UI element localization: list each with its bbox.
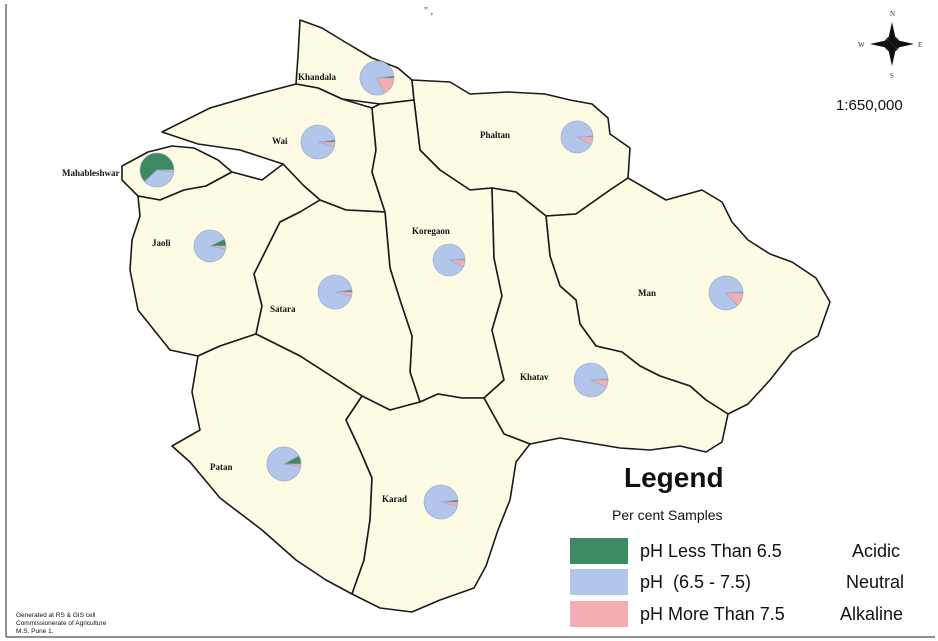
- pie-mahableshwar-alkaline-slice: [156, 169, 175, 173]
- label-man: Man: [638, 288, 656, 298]
- legend-title: Legend: [624, 462, 724, 493]
- compass-east: E: [918, 41, 922, 49]
- label-phaltan: Phaltan: [480, 130, 510, 140]
- legend-category-neutral: Neutral: [846, 572, 904, 592]
- pie-phaltan-alkaline-slice: [576, 136, 594, 146]
- legend-label-acidic: pH Less Than 6.5: [640, 541, 782, 561]
- pie-karad: [423, 484, 459, 520]
- pie-karad-alkaline-slice: [440, 501, 459, 507]
- pie-patan-alkaline-slice: [283, 463, 302, 467]
- pie-wai: [300, 124, 336, 160]
- legend: Legend Per cent Samples pH Less Than 6.5…: [570, 462, 904, 627]
- pie-koregaon-alkaline-slice: [448, 259, 466, 268]
- taluka-khatav[interactable]: [483, 187, 729, 453]
- pie-khandala-alkaline-slice: [376, 77, 395, 94]
- compass-west: W: [858, 41, 865, 49]
- pie-khandala: [359, 60, 395, 96]
- pie-satara-alkaline-slice: [334, 291, 353, 297]
- label-satara: Satara: [270, 304, 296, 314]
- pie-man-alkaline-slice: [725, 292, 744, 306]
- compass-north: N: [890, 10, 895, 18]
- legend-swatch-neutral: [570, 569, 628, 595]
- legend-label-neutral: pH (6.5 - 7.5): [640, 572, 751, 592]
- pie-jaoli: [193, 229, 227, 263]
- label-patan: Patan: [210, 462, 233, 472]
- label-khandala: Khandala: [298, 72, 337, 82]
- stray-mark: " ,: [424, 6, 433, 17]
- legend-label-alkaline: pH More Than 7.5: [640, 604, 785, 624]
- credit-line-1: Generated at RS & GIS cell: [16, 612, 96, 619]
- credit-note: Generated at RS & GIS cell Commissionera…: [16, 612, 107, 635]
- pie-khatav-alkaline-slice: [590, 379, 609, 388]
- label-jaoli: Jaoli: [152, 238, 171, 248]
- pie-karad-neutral-slice: [423, 484, 459, 520]
- pie-wai-alkaline-slice: [317, 141, 336, 147]
- pie-phaltan: [560, 120, 594, 154]
- credit-line-3: M.S. Pune 1.: [16, 628, 54, 635]
- taluka-labels: Khandala Wai Phaltan Mahableshwar Jaoli …: [62, 72, 656, 504]
- legend-category-alkaline: Alkaline: [840, 604, 903, 624]
- pie-khatav-neutral-slice: [573, 362, 609, 398]
- pie-patan: [266, 446, 302, 482]
- pie-wai-neutral-slice: [300, 124, 336, 160]
- label-wai: Wai: [272, 136, 288, 146]
- pie-koregaon: [432, 243, 466, 277]
- pie-patan-neutral-slice: [266, 446, 302, 482]
- compass-south: S: [890, 72, 894, 80]
- legend-swatch-acidic: [570, 538, 628, 564]
- label-koregaon: Koregaon: [412, 226, 450, 236]
- pie-satara: [317, 274, 353, 310]
- legend-category-acidic: Acidic: [852, 541, 900, 561]
- legend-subtitle: Per cent Samples: [612, 507, 723, 523]
- pie-mahableshwar: [139, 152, 175, 188]
- label-mahableshwar: Mahableshwar: [62, 168, 120, 178]
- pie-khatav: [573, 362, 609, 398]
- pie-mahableshwar-neutral-slice: [144, 169, 175, 188]
- pie-charts: [139, 60, 744, 520]
- pie-jaoli-neutral-slice: [193, 229, 227, 263]
- pie-satara-neutral-slice: [317, 274, 353, 310]
- compass-rose-icon: N S W E: [858, 10, 922, 80]
- taluka-boundaries: [121, 19, 831, 613]
- credit-line-2: Commissionerate of Agriculture: [16, 620, 107, 627]
- pie-jaoli-alkaline-slice: [209, 245, 227, 250]
- label-khatav: Khatav: [520, 372, 549, 382]
- pie-mahableshwar-acidic-slice: [139, 152, 175, 183]
- pie-man: [708, 275, 744, 311]
- legend-swatch-alkaline: [570, 601, 628, 627]
- map-scale: 1:650,000: [836, 97, 903, 114]
- label-karad: Karad: [382, 494, 407, 504]
